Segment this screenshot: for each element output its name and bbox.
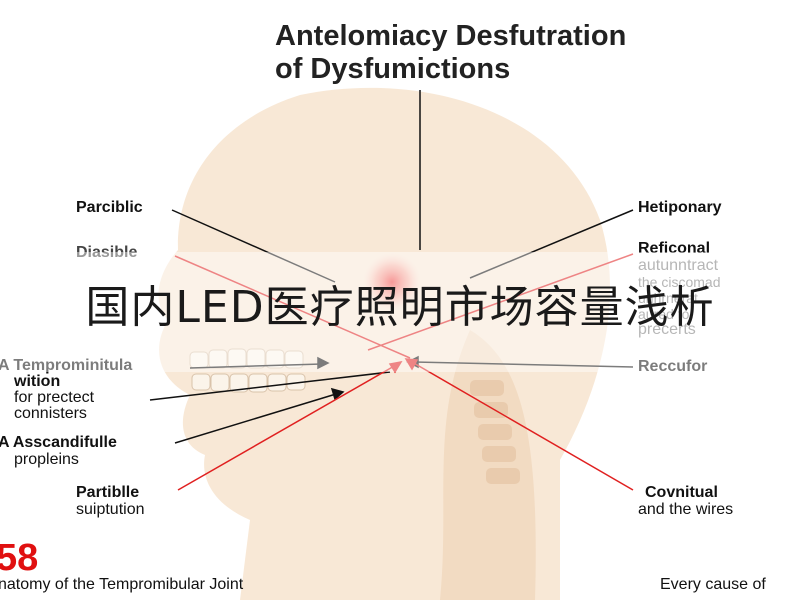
diagram-title: Antelomiacy Desfutration of Dysfumiction… [275, 20, 626, 86]
label-diasible: Diasible [76, 244, 138, 261]
label-parciblic: Parciblic [76, 199, 143, 216]
cervical-spine [470, 380, 520, 484]
title-line-1: Antelomiacy Desfutration [275, 20, 627, 52]
overlay-banner [0, 252, 800, 372]
overlay-banner-text: 国内LED医疗照明市场容量浅析 [85, 282, 715, 333]
label-reccufor: Reccufor [638, 358, 708, 375]
label-ciscomad: the ciscomad [638, 274, 721, 290]
label-propleins: propleins [14, 451, 79, 468]
joint-highlight [362, 252, 422, 312]
red-lines [174, 253, 634, 491]
label-unhrnerat: unhrnerat [638, 290, 698, 306]
label-covnitual: Covnitual [645, 484, 718, 501]
label-partiblle: Partiblle [76, 484, 140, 501]
label-connisters: connisters [14, 405, 87, 422]
label-temprominitula: A Temprominitula [0, 357, 133, 374]
label-suiptution: suiptution [76, 501, 145, 518]
teeth [189, 348, 306, 393]
title-line-2: of Dysfumictions [275, 53, 511, 85]
neck-shade [440, 330, 536, 600]
label-autunntract: autunntract [638, 257, 719, 274]
label-asscandifulle: A Asscandifulle [0, 434, 117, 451]
leader-lines [149, 209, 634, 444]
caption-right: Every cause of [660, 576, 766, 593]
label-precerts: precerts [638, 321, 696, 338]
label-reficonal: Reficonal [638, 240, 711, 257]
label-and-the-wires: and the wires [638, 501, 734, 518]
label-for-prectect: for prectect [14, 389, 95, 406]
caption-left: natomy of the Tempromibular Joint [0, 576, 244, 593]
figure-number: 58 [0, 537, 39, 579]
label-aured-to: aured to [638, 306, 690, 322]
label-hetiponary: Hetiponary [638, 199, 722, 216]
label-wition: wition [14, 373, 61, 390]
